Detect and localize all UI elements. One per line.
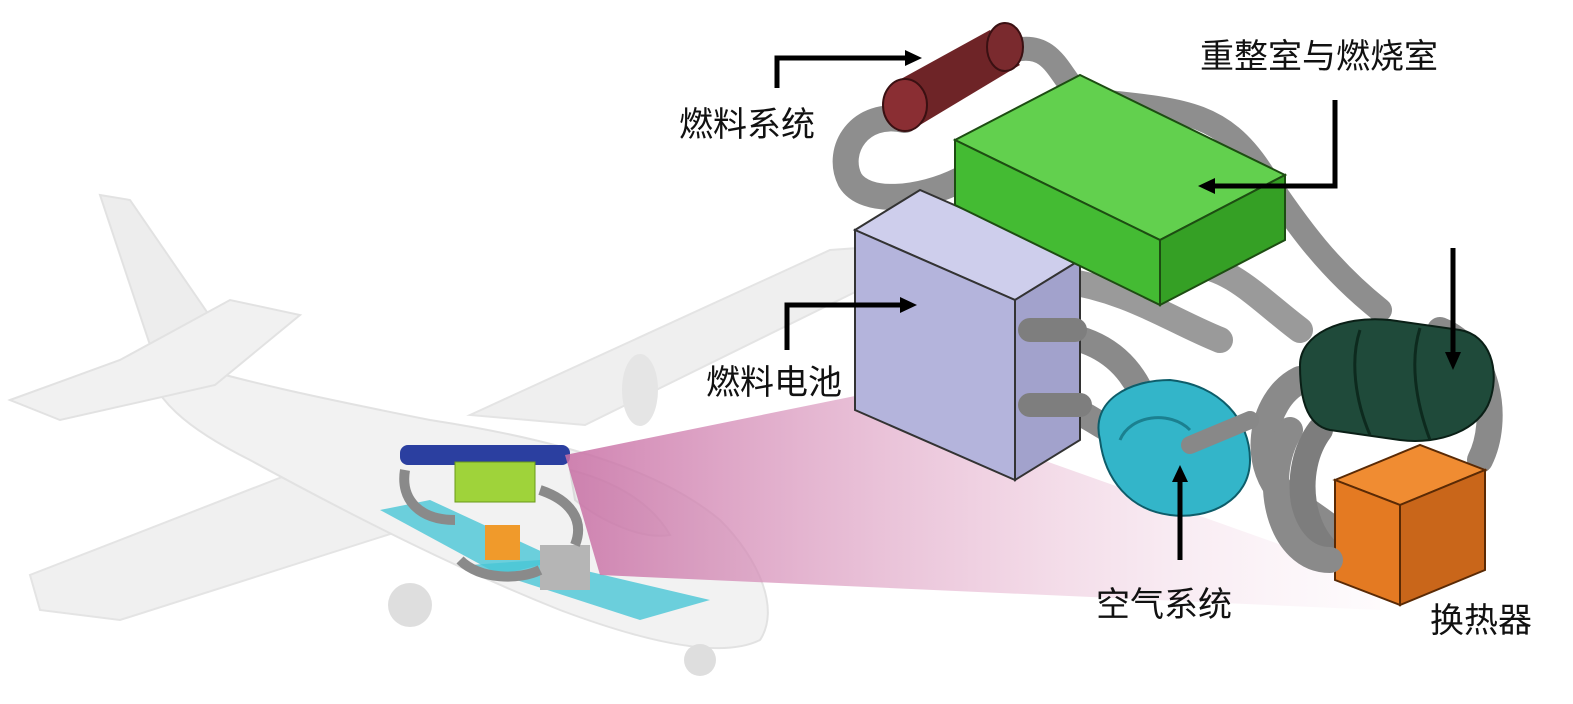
label-reformer-combustor: 重整室与燃烧室 — [1200, 37, 1438, 77]
label-fuel-system: 燃料系统 — [679, 105, 815, 145]
fuel-cell-block — [852, 188, 1083, 482]
zoom-cone — [565, 395, 1380, 610]
aircraft-mini-system — [399, 445, 590, 590]
air-system-compressor — [1097, 378, 1252, 517]
callout-reformer-combustor — [1215, 100, 1338, 189]
aircraft-horizontal-tail — [7, 298, 303, 422]
aircraft-propeller — [622, 354, 658, 426]
aircraft-nose-wheel — [388, 583, 432, 627]
heat-exchanger-core — [1298, 318, 1495, 442]
pipe-top-right — [1003, 36, 1392, 322]
label-air-system: 空气系统 — [1096, 585, 1232, 625]
callout-reformer-combustor-arrowhead — [1198, 178, 1215, 194]
fuel-system-tank — [882, 22, 1024, 132]
label-fuel-cell: 燃料电池 — [706, 363, 842, 403]
callout-fuel-cell-arrowhead — [900, 297, 917, 313]
propulsion-system-detail — [832, 22, 1503, 607]
callout-heat-exchanger-arrowhead — [1445, 352, 1461, 370]
reformer-combustor-block — [952, 73, 1288, 307]
callout-fuel-system — [774, 55, 905, 88]
callout-fuel-system-arrowhead — [905, 50, 922, 66]
pipe-hx-front — [1263, 417, 1343, 573]
callout-air-system-arrowhead — [1172, 465, 1188, 482]
heat-exchanger-box — [1332, 443, 1488, 607]
callout-fuel-cell — [784, 302, 900, 350]
aircraft-main-wheel — [684, 644, 716, 676]
label-heat-exchanger: 换热器 — [1430, 601, 1532, 641]
pipe-air-inlet — [1181, 411, 1259, 454]
